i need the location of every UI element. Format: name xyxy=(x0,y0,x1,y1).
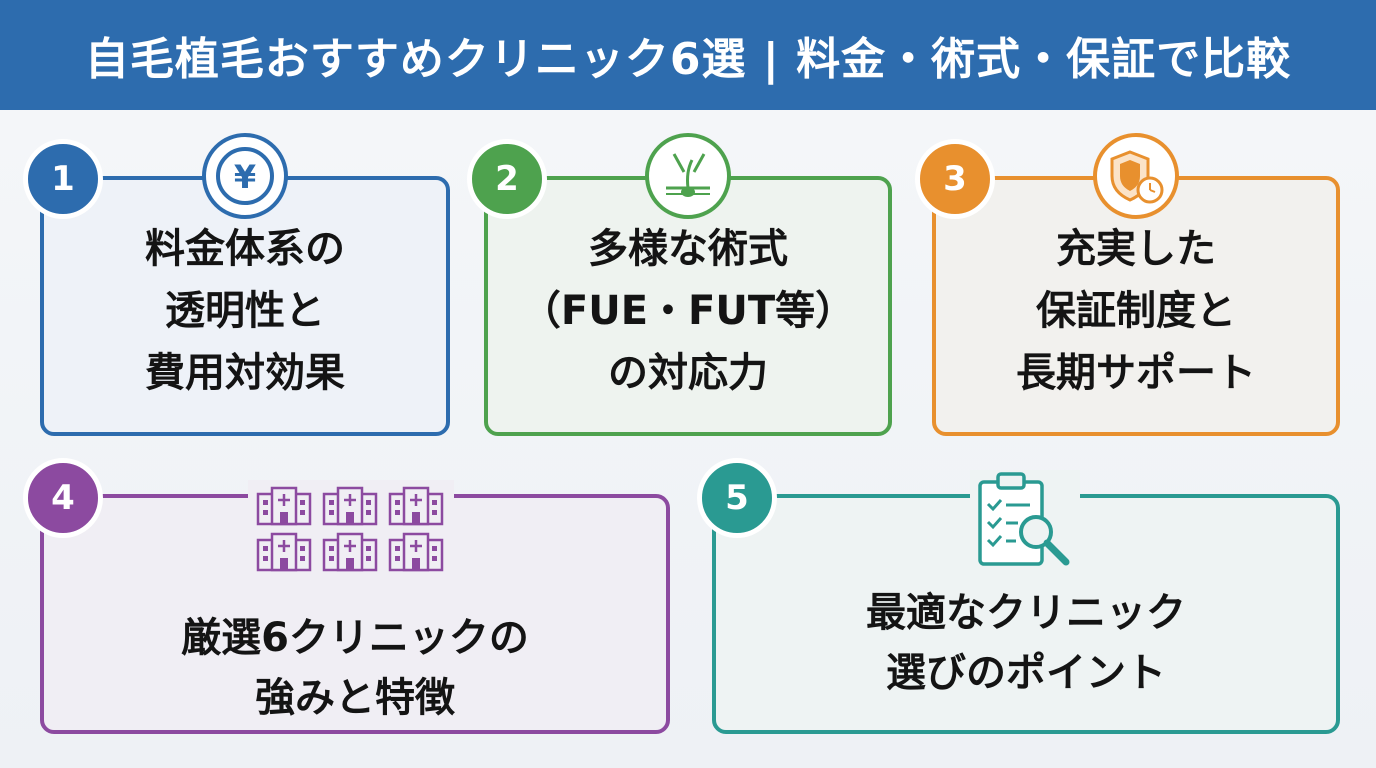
page-header: 自毛植毛おすすめクリニック6選 | 料金・術式・保証で比較 xyxy=(0,0,1376,110)
card-techniques: 多様な術式 （FUE・FUT等） の対応力 xyxy=(484,176,892,436)
card-text: 多様な術式 （FUE・FUT等） の対応力 xyxy=(520,226,856,396)
card-guarantee: 充実した 保証制度と 長期サポート xyxy=(932,176,1340,436)
number-badge: 4 xyxy=(23,458,103,538)
clinic-buildings-icon xyxy=(248,480,454,576)
yen-coin-icon: ¥ xyxy=(201,132,289,220)
hair-follicle-scalpel-icon xyxy=(644,132,732,220)
number-badge: 3 xyxy=(915,139,995,219)
number-badge: 2 xyxy=(467,139,547,219)
card-text: 充実した 保証制度と 長期サポート xyxy=(1016,226,1256,396)
clipboard-magnifier-icon xyxy=(970,470,1080,574)
card-pricing: 料金体系の 透明性と 費用対効果 xyxy=(40,176,450,436)
number-badge: 1 xyxy=(23,139,103,219)
card-text: 厳選6クリニックの 強みと特徴 xyxy=(181,615,529,721)
card-text: 最適なクリニック 選びのポイント xyxy=(866,590,1186,696)
number-badge: 5 xyxy=(697,458,777,538)
page-title: 自毛植毛おすすめクリニック6選 | 料金・術式・保証で比較 xyxy=(84,34,1292,85)
svg-text:¥: ¥ xyxy=(234,158,256,196)
shield-clock-icon xyxy=(1092,132,1180,220)
card-text: 料金体系の 透明性と 費用対効果 xyxy=(145,226,345,396)
